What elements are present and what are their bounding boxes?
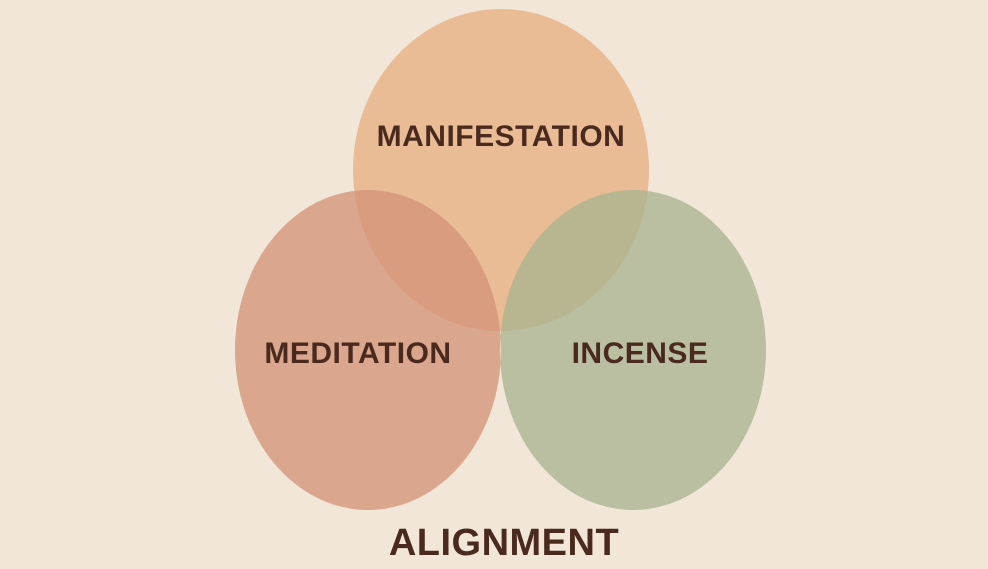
circle-incense [500, 190, 766, 510]
label-incense: INCENSE [572, 337, 709, 370]
label-manifestation: MANIFESTATION [377, 120, 626, 153]
label-alignment: ALIGNMENT [389, 522, 619, 564]
circle-meditation [235, 190, 501, 510]
label-meditation: MEDITATION [264, 337, 451, 370]
